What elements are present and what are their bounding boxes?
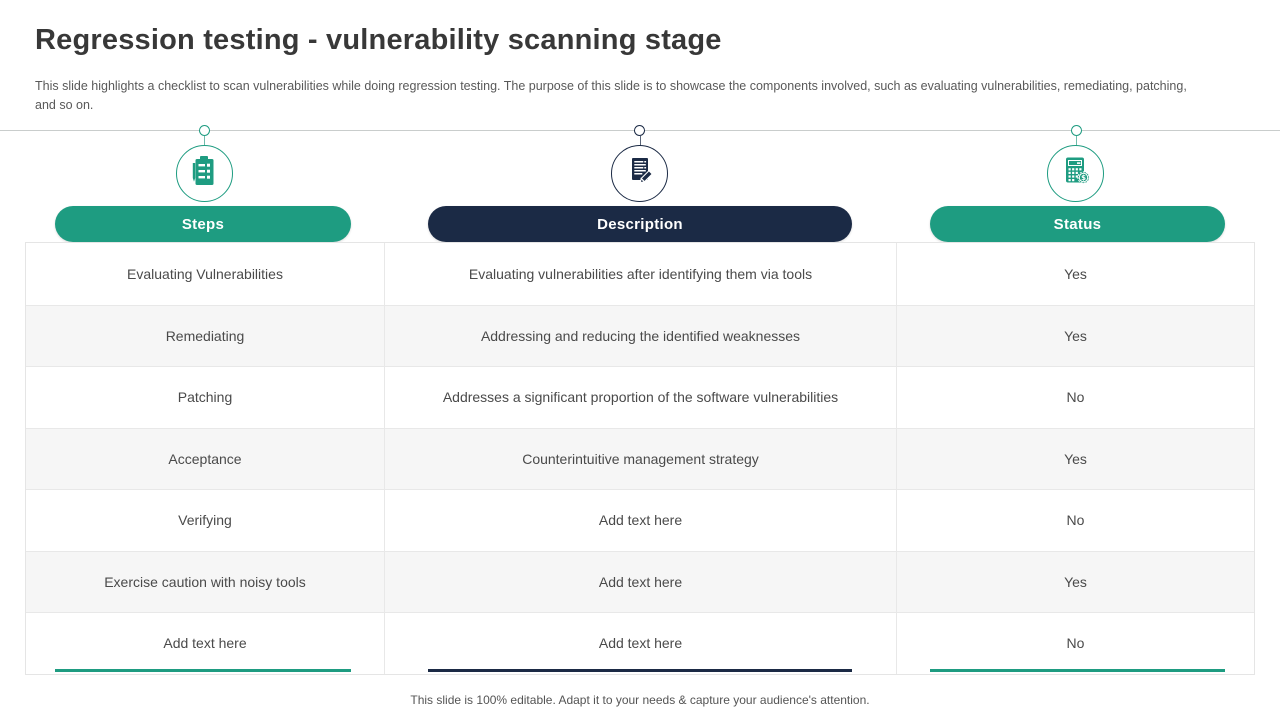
table-row: Verifying Add text here No <box>26 489 1254 551</box>
status-cell: Yes <box>1064 573 1087 590</box>
description-cell: Add text here <box>384 551 897 612</box>
timeline-stem <box>1075 136 1077 147</box>
step-cell: Exercise caution with noisy tools <box>104 573 306 590</box>
description-cell: Addresses a significant proportion of th… <box>384 367 897 428</box>
description-cell: Add text here <box>384 490 897 551</box>
clipboard-checklist-icon <box>186 153 222 194</box>
footer-note: This slide is 100% editable. Adapt it to… <box>410 693 870 707</box>
step-cell: Patching <box>177 389 233 406</box>
column-header-status: Status <box>930 206 1225 242</box>
timeline-stem <box>204 136 205 147</box>
steps-icon-circle <box>175 145 233 202</box>
document-pencil-icon <box>622 153 658 194</box>
status-cell: Yes <box>1064 450 1087 467</box>
status-accent-line <box>930 669 1225 672</box>
column-header-description: Description <box>428 206 852 242</box>
description-cell: Evaluating vulnerabilities after identif… <box>384 243 897 305</box>
table-row: Remediating Addressing and reducing the … <box>26 304 1254 366</box>
description-cell: Add text here <box>384 613 897 674</box>
description-accent-line <box>428 669 852 672</box>
description-cell: Counterintuitive management strategy <box>384 428 897 489</box>
svg-text:$: $ <box>1081 174 1086 182</box>
step-cell: Remediating <box>165 327 245 344</box>
table-row: Add text here Add text here No <box>26 612 1254 674</box>
description-cell: Addressing and reducing the identified w… <box>384 305 897 366</box>
timeline-node <box>1070 125 1082 136</box>
calculator-finance-icon: $ <box>1058 153 1094 194</box>
status-icon-circle: $ <box>1047 145 1104 202</box>
status-cell: No <box>1066 635 1085 652</box>
timeline-stem <box>639 136 641 147</box>
column-header-steps: Steps <box>55 206 351 242</box>
step-cell: Verifying <box>178 512 232 529</box>
status-cell: Yes <box>1064 265 1087 282</box>
timeline-node <box>634 125 645 136</box>
timeline-node <box>198 125 210 136</box>
status-cell: Yes <box>1064 327 1087 344</box>
step-cell: Add text here <box>163 635 247 652</box>
steps-accent-line <box>55 669 351 672</box>
description-icon-circle <box>611 145 668 202</box>
checklist-table: Evaluating Vulnerabilities Evaluating vu… <box>25 242 1255 675</box>
status-cell: No <box>1066 512 1085 529</box>
status-cell: No <box>1066 389 1085 406</box>
page-title: Regression testing - vulnerability scann… <box>35 24 722 56</box>
table-row: Exercise caution with noisy tools Add te… <box>26 550 1254 612</box>
step-cell: Acceptance <box>168 450 242 467</box>
slide-subtitle: This slide highlights a checklist to sca… <box>35 79 1187 112</box>
table-row: Patching Addresses a significant proport… <box>26 366 1254 428</box>
table-row: Evaluating Vulnerabilities Evaluating vu… <box>26 243 1254 305</box>
step-cell: Evaluating Vulnerabilities <box>127 265 283 282</box>
table-row: Acceptance Counterintuitive management s… <box>26 427 1254 489</box>
